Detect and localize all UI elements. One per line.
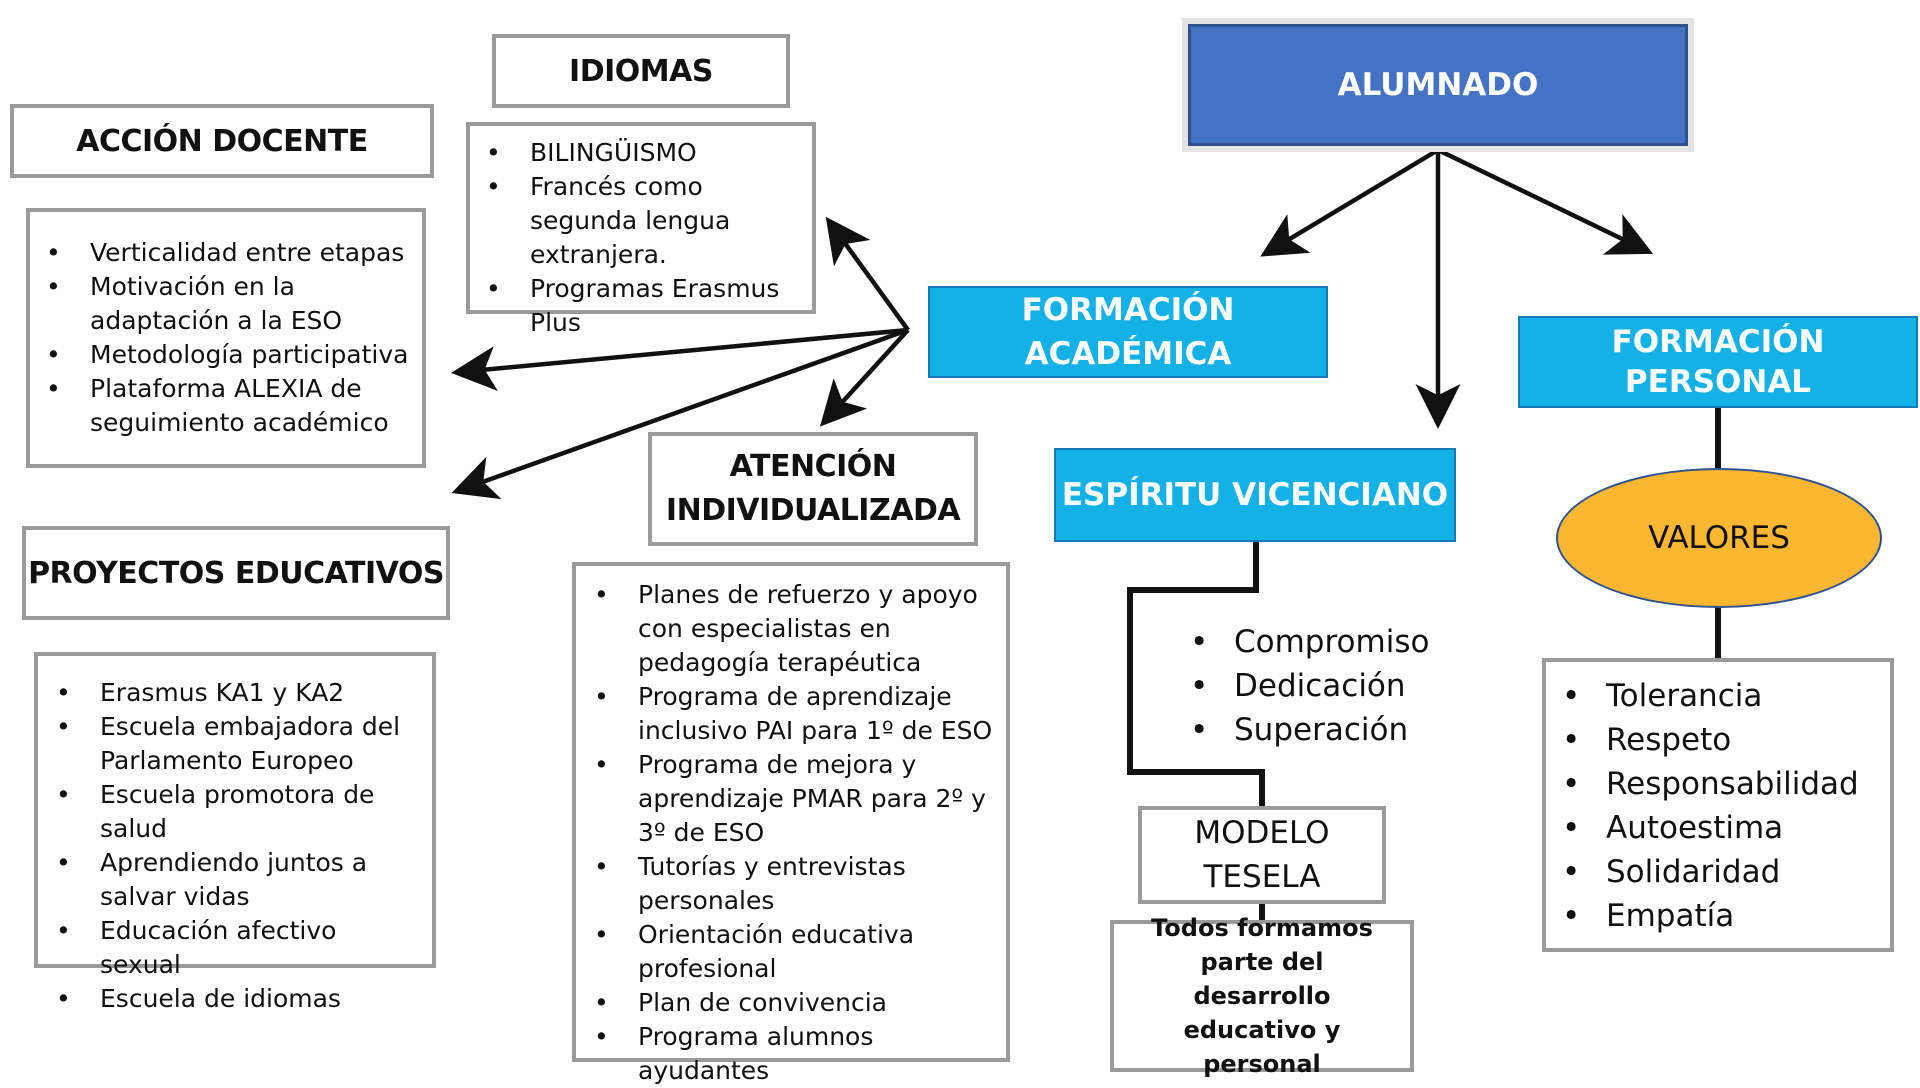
idiomas-title-box: IDIOMAS	[492, 34, 790, 108]
idiomas-list-box: BILINGÜISMO Francés como segunda lengua …	[466, 122, 816, 337]
list-item: Escuela embajadora del Parlamento Europe…	[56, 710, 422, 778]
list-item: Programa de mejora y aprendizaje PMAR pa…	[594, 748, 996, 850]
list-item: Aprendiendo juntos a salvar vidas	[56, 846, 422, 914]
arrow-alumnado-to-formacion-personal	[1437, 147, 1654, 255]
alumnado-box: ALUMNADO	[1188, 24, 1688, 146]
arrow-to-proyectos-educativos	[451, 327, 909, 500]
espiritu-vicenciano-title: ESPÍRITU VICENCIANO	[1061, 476, 1449, 513]
formacion-academica-line1: FORMACIÓN	[1021, 292, 1235, 328]
arrow-to-idiomas	[825, 216, 910, 332]
modelo-tesela-description: Todos formamos parte del desarrollo educ…	[1151, 914, 1373, 1078]
valores-title: VALORES	[1648, 520, 1790, 556]
list-item: Dedicación	[1190, 664, 1429, 708]
atencion-individualizada-title-line2: INDIVIDUALIZADA	[665, 493, 961, 528]
list-item: Programas Erasmus Plus	[486, 272, 804, 340]
accion-docente-list: Verticalidad entre etapas Motivación en …	[46, 236, 410, 440]
list-item: Solidaridad	[1562, 850, 1880, 894]
connector-espiritu-to-modelo	[1127, 540, 1265, 808]
list-item: Metodología participativa	[46, 338, 410, 372]
list-item: Plan de convivencia	[594, 986, 996, 1020]
list-item: Superación	[1190, 708, 1429, 752]
list-item: Motivación en la adaptación a la ESO	[46, 270, 410, 338]
list-item: Tolerancia	[1562, 674, 1880, 718]
modelo-tesela-line1: MODELO	[1194, 815, 1330, 851]
list-item: BILINGÜISMO	[486, 136, 804, 170]
formacion-academica-line2: ACADÉMICA	[1024, 336, 1232, 372]
list-item: Programa de aprendizaje inclusivo PAI pa…	[594, 680, 996, 748]
accion-docente-title: ACCIÓN DOCENTE	[76, 123, 368, 159]
espiritu-vicenciano-list: Compromiso Dedicación Superación	[1190, 620, 1430, 752]
atencion-individualizada-list: Planes de refuerzo y apoyo con especiali…	[594, 578, 996, 1088]
list-item: Orientación educativa profesional	[594, 918, 996, 986]
list-item: Escuela de idiomas	[56, 982, 422, 1016]
accion-docente-title-box: ACCIÓN DOCENTE	[10, 104, 434, 178]
valores-list-box: Tolerancia Respeto Responsabilidad Autoe…	[1542, 658, 1894, 952]
accion-docente-list-box: Verticalidad entre etapas Motivación en …	[26, 208, 426, 468]
list-item: Erasmus KA1 y KA2	[56, 676, 422, 710]
list-item: Compromiso	[1190, 620, 1430, 664]
modelo-tesela-description-box: Todos formamos parte del desarrollo educ…	[1110, 914, 1414, 1078]
proyectos-educativos-title: PROYECTOS EDUCATIVOS	[28, 555, 444, 591]
valores-oval: VALORES	[1556, 468, 1882, 608]
arrow-to-atencion-individualizada	[819, 328, 910, 427]
list-item: Plataforma ALEXIA de seguimiento académi…	[46, 372, 410, 440]
list-item: Autoestima	[1562, 806, 1880, 850]
proyectos-educativos-list: Erasmus KA1 y KA2 Escuela embajadora del…	[56, 676, 422, 1016]
formacion-personal-title: FORMACIÓN PERSONAL	[1611, 323, 1825, 400]
formacion-personal-box: FORMACIÓN PERSONAL	[1518, 316, 1918, 408]
atencion-individualizada-title-line1: ATENCIÓN	[729, 449, 897, 484]
list-item: Programa alumnos ayudantes	[594, 1020, 996, 1088]
idiomas-list: BILINGÜISMO Francés como segunda lengua …	[486, 136, 804, 340]
proyectos-educativos-list-box: Erasmus KA1 y KA2 Escuela embajadora del…	[34, 652, 436, 1016]
list-item: Planes de refuerzo y apoyo con especiali…	[594, 578, 996, 680]
modelo-tesela-line2: TESELA	[1203, 859, 1321, 895]
valores-list: Tolerancia Respeto Responsabilidad Autoe…	[1562, 674, 1880, 938]
list-item: Francés como segunda lengua extranjera.	[486, 170, 804, 272]
modelo-tesela-box: MODELO TESELA	[1138, 806, 1386, 904]
formacion-academica-box: FORMACIÓN ACADÉMICA	[928, 286, 1328, 378]
list-item: Respeto	[1562, 718, 1880, 762]
atencion-individualizada-title-box: ATENCIÓN INDIVIDUALIZADA	[648, 432, 978, 546]
list-item: Verticalidad entre etapas	[46, 236, 410, 270]
idiomas-title: IDIOMAS	[569, 53, 713, 89]
list-item: Escuela promotora de salud	[56, 778, 422, 846]
espiritu-vicenciano-box: ESPÍRITU VICENCIANO	[1054, 448, 1456, 542]
alumnado-title: ALUMNADO	[1337, 67, 1539, 103]
list-item: Responsabilidad	[1562, 762, 1880, 806]
arrow-to-accion-docente	[451, 327, 909, 392]
list-item: Educación afectivo sexual	[56, 914, 422, 982]
list-item: Empatía	[1562, 894, 1880, 938]
atencion-individualizada-list-box: Planes de refuerzo y apoyo con especiali…	[572, 562, 1010, 1085]
list-item: Tutorías y entrevistas personales	[594, 850, 996, 918]
arrow-alumnado-to-formacion-academica	[1260, 148, 1440, 257]
proyectos-educativos-title-box: PROYECTOS EDUCATIVOS	[22, 526, 450, 620]
